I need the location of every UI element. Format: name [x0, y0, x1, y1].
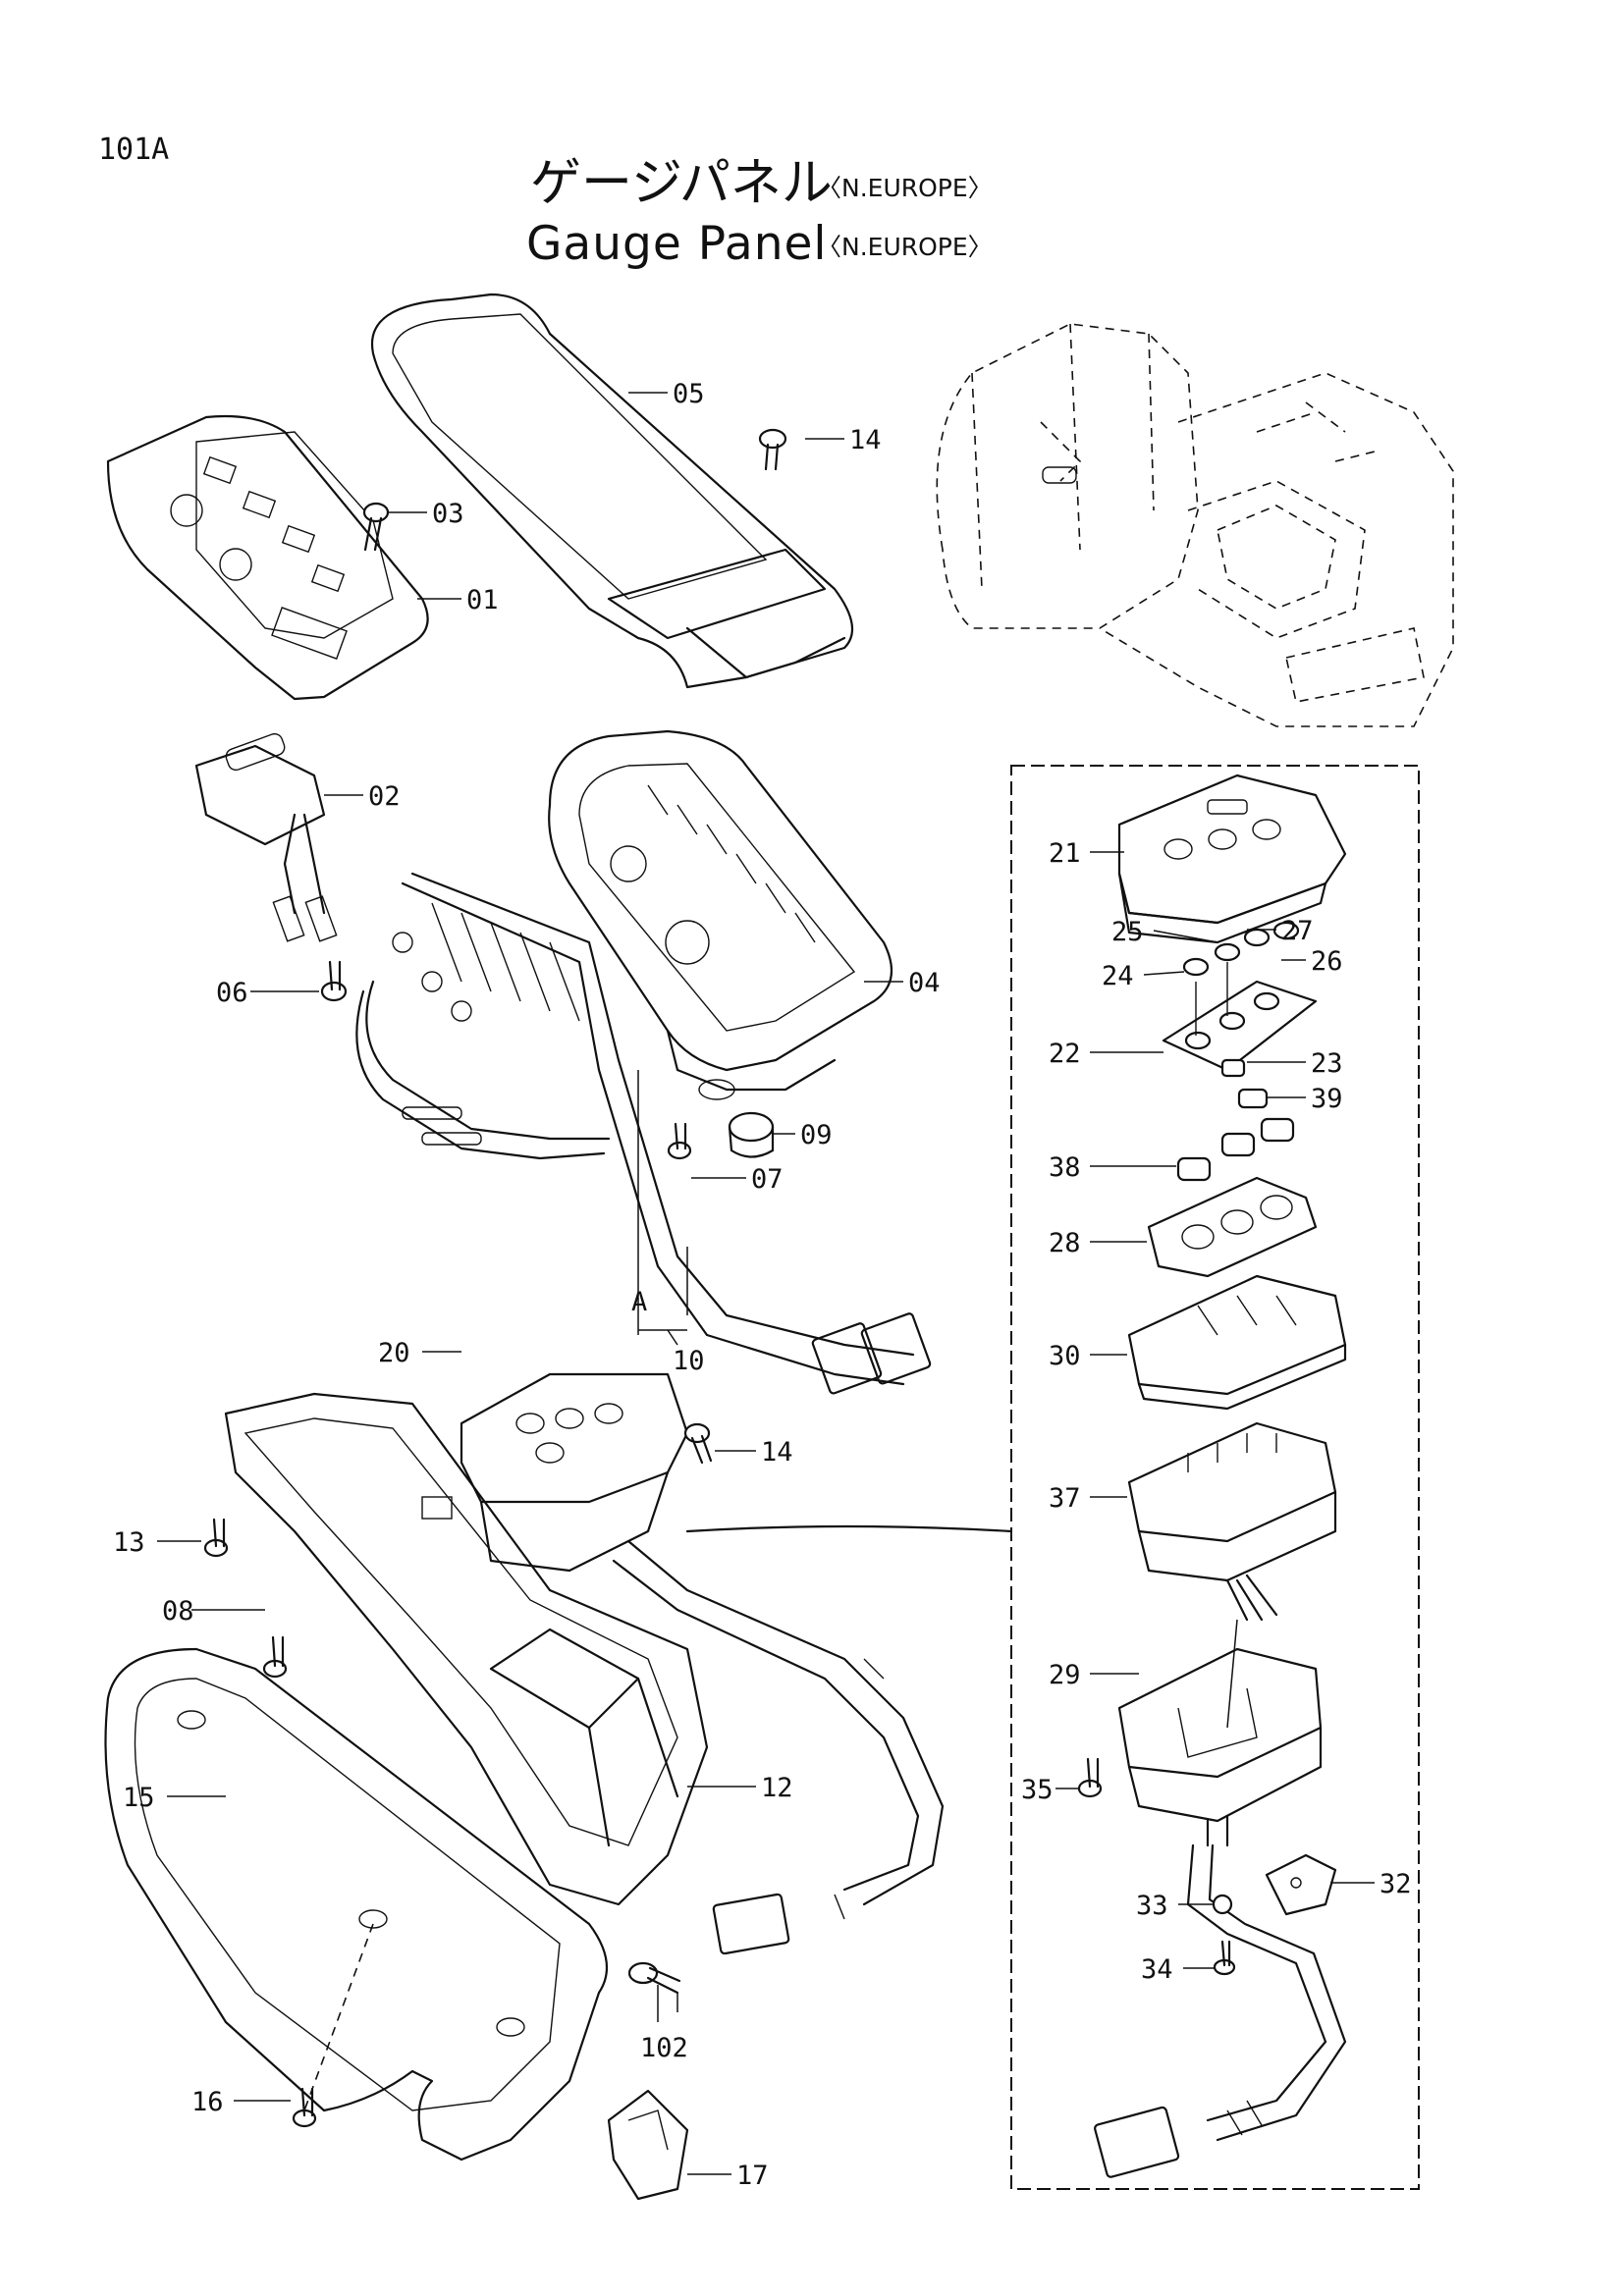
callout-34: 34	[1141, 1954, 1173, 1985]
callout-38: 38	[1049, 1152, 1081, 1183]
callout-24: 24	[1102, 961, 1134, 991]
callout-22: 22	[1049, 1039, 1081, 1069]
callout-01: 01	[466, 585, 499, 615]
screw-08	[262, 1635, 288, 1679]
callout-03: 03	[432, 499, 464, 529]
callout-28: 28	[1049, 1228, 1081, 1258]
callout-04: 04	[908, 968, 941, 998]
cover-17	[607, 2089, 689, 2201]
switch-box-20	[460, 1372, 689, 1573]
title-region-english: 〈N.EUROPE〉	[817, 233, 993, 261]
harness-cable	[612, 1524, 1013, 1955]
page-code: 101A	[98, 133, 169, 167]
title-english: Gauge Panel	[526, 217, 828, 271]
callout-16: 16	[191, 2087, 224, 2117]
callout-02: 02	[368, 781, 401, 812]
title-japanese: ゲージパネル	[530, 154, 833, 213]
title-region-japanese: 〈N.EUROPE〉	[817, 174, 993, 202]
callout-15: 15	[123, 1783, 155, 1813]
callout-37: 37	[1049, 1483, 1081, 1514]
wire-harness-10	[355, 872, 932, 1395]
screw-03	[362, 502, 390, 552]
callout-13: 13	[113, 1527, 145, 1558]
switch-parts-23-39	[1220, 1058, 1269, 1109]
switch-detail-frame	[1010, 765, 1420, 2190]
callout-21: 21	[1049, 838, 1081, 869]
screw-14-top	[758, 428, 787, 471]
switch-cover-21	[1117, 774, 1347, 944]
callout-14-mid: 14	[761, 1437, 793, 1468]
clamp-33	[1212, 1894, 1233, 1915]
callout-39: 39	[1311, 1084, 1343, 1114]
screw-14-mid	[683, 1422, 713, 1465]
callout-12: 12	[761, 1773, 793, 1803]
callout-09: 09	[800, 1120, 833, 1150]
callout-27: 27	[1281, 916, 1314, 946]
callout-10: 10	[673, 1346, 705, 1376]
callout-35: 35	[1021, 1775, 1054, 1805]
screw-16	[292, 2087, 317, 2128]
callout-20: 20	[378, 1338, 410, 1368]
switch-plate-22	[1162, 962, 1318, 1072]
callout-102: 102	[640, 2033, 688, 2063]
callout-25: 25	[1111, 917, 1144, 947]
circuit-board-37	[1127, 1421, 1337, 1622]
callout-26: 26	[1311, 946, 1343, 977]
screw-34	[1213, 1940, 1236, 1976]
cover-32	[1265, 1853, 1337, 1916]
screw-35	[1077, 1757, 1103, 1798]
key-caps-24-27	[1182, 921, 1300, 977]
console-cover-15	[104, 1647, 609, 2162]
callout-29: 29	[1049, 1660, 1081, 1690]
cap-09	[728, 1111, 775, 1158]
switch-seal-28	[1147, 1176, 1318, 1278]
gauge-panel-cover-01	[106, 414, 429, 701]
rubber-keys-38	[1176, 1117, 1295, 1182]
callout-23: 23	[1311, 1048, 1343, 1079]
view-marker-a: A	[631, 1287, 647, 1317]
callout-06: 06	[216, 978, 248, 1008]
callout-17: 17	[736, 2161, 769, 2191]
excavator-overview-drawing	[936, 323, 1454, 727]
switch-housing-29	[1117, 1619, 1323, 1847]
callout-32: 32	[1380, 1869, 1412, 1899]
screw-06	[320, 960, 348, 1002]
screw-07	[667, 1122, 692, 1160]
callout-33: 33	[1136, 1891, 1168, 1921]
switch-base-30	[1127, 1274, 1347, 1411]
bracket-assembly-02	[194, 732, 338, 942]
callout-30: 30	[1049, 1341, 1081, 1371]
screw-13	[203, 1518, 229, 1558]
console-frame-12	[224, 1392, 709, 1906]
upper-cover-05	[370, 293, 854, 689]
callout-08: 08	[162, 1596, 194, 1627]
callout-labels: 01 02 03 04 05 06 07 08 09 10 12 13 14 1…	[113, 379, 1412, 2191]
callout-05: 05	[673, 379, 705, 409]
gauge-housing-04	[548, 729, 893, 1100]
callout-07: 07	[751, 1164, 784, 1195]
callout-14-top: 14	[849, 425, 882, 455]
screw-102	[627, 1961, 681, 1995]
leader-lines	[157, 392, 1375, 2175]
